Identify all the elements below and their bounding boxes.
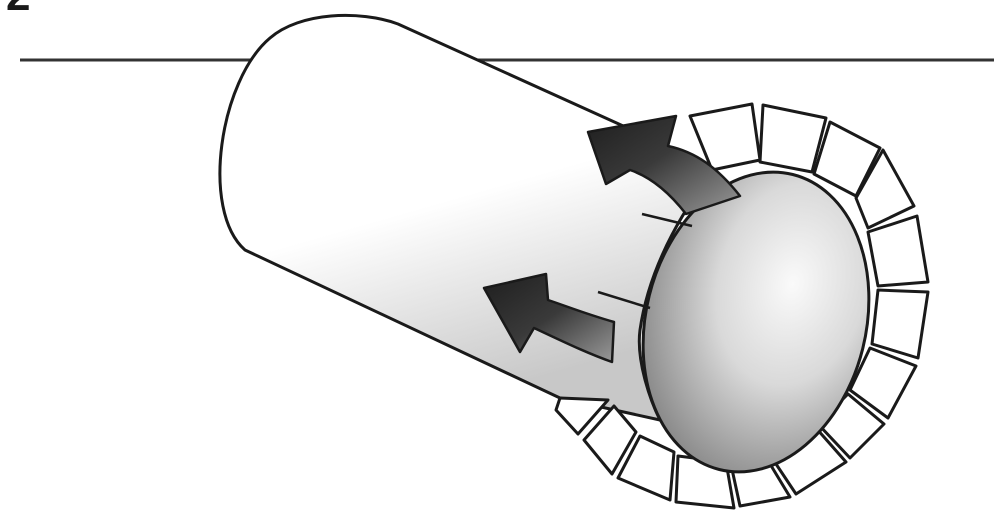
fringe-tab xyxy=(872,290,928,358)
tube-body xyxy=(220,15,716,420)
fringe-tab xyxy=(868,216,928,286)
fringe-tab xyxy=(760,105,826,172)
